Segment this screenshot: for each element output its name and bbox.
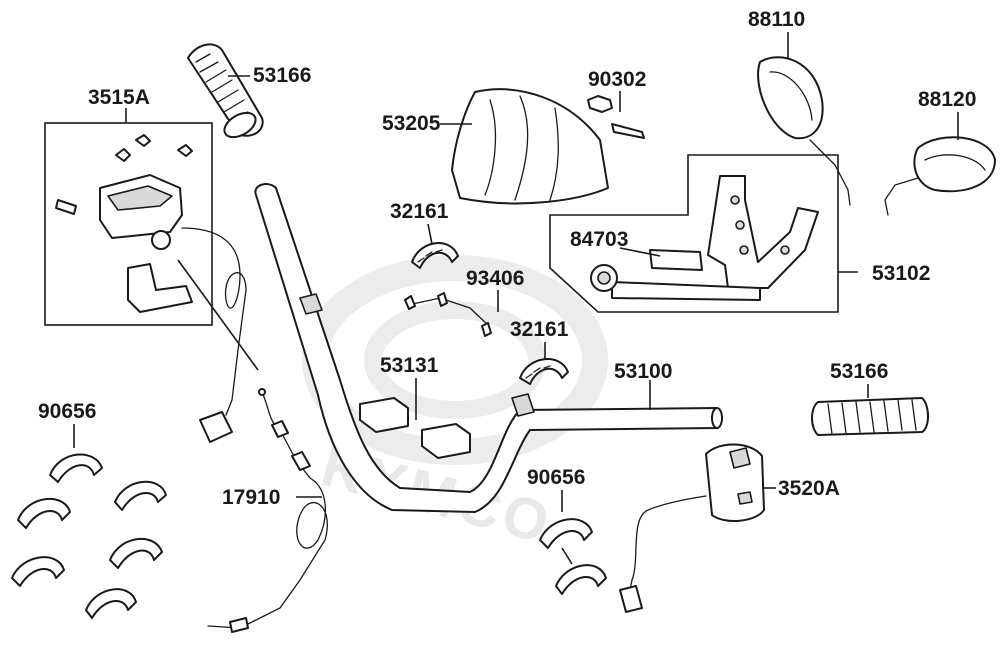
label-88120: 88120	[918, 88, 976, 111]
label-53205: 53205	[382, 112, 441, 135]
label-53131: 53131	[380, 354, 439, 377]
clamp-32161-b	[519, 358, 569, 385]
label-93406: 93406	[466, 267, 524, 290]
label-53166-top: 53166	[253, 64, 311, 87]
left-mirror-88110	[757, 56, 851, 206]
bracket-assembly-box	[549, 154, 839, 313]
right-mirror-88120	[884, 136, 996, 216]
label-84703: 84703	[570, 228, 628, 251]
handlebar-53100	[254, 183, 723, 513]
label-53100: 53100	[614, 360, 672, 383]
label-90656-mid: 90656	[527, 466, 585, 489]
left-grip-53166	[187, 43, 264, 139]
label-53166-right: 53166	[830, 360, 888, 383]
label-17910: 17910	[222, 486, 280, 509]
left-switch-housing	[55, 134, 247, 443]
bolts-90302	[587, 95, 645, 139]
label-90302: 90302	[588, 68, 646, 91]
label-32161-b: 32161	[510, 318, 569, 341]
handlebar-cover-53205	[451, 88, 609, 205]
label-88110: 88110	[748, 8, 805, 31]
cable-clips-90656-mid	[539, 518, 607, 595]
clamp-32161-a	[411, 242, 459, 269]
switch-assembly-box	[44, 122, 213, 326]
wire-93406	[404, 292, 492, 337]
label-90656-left: 90656	[38, 400, 96, 423]
cable-clips-90656-left	[11, 453, 167, 619]
right-grip-53166	[811, 397, 929, 436]
label-3515a: 3515A	[88, 86, 150, 109]
label-53102: 53102	[872, 262, 930, 285]
handlebar-holder-53131	[359, 397, 471, 459]
label-32161-a: 32161	[390, 200, 449, 223]
right-switch-3520a	[619, 443, 765, 613]
bracket-53102	[590, 175, 819, 301]
label-3520a: 3520A	[778, 477, 840, 500]
throttle-cable-17910	[207, 388, 328, 633]
